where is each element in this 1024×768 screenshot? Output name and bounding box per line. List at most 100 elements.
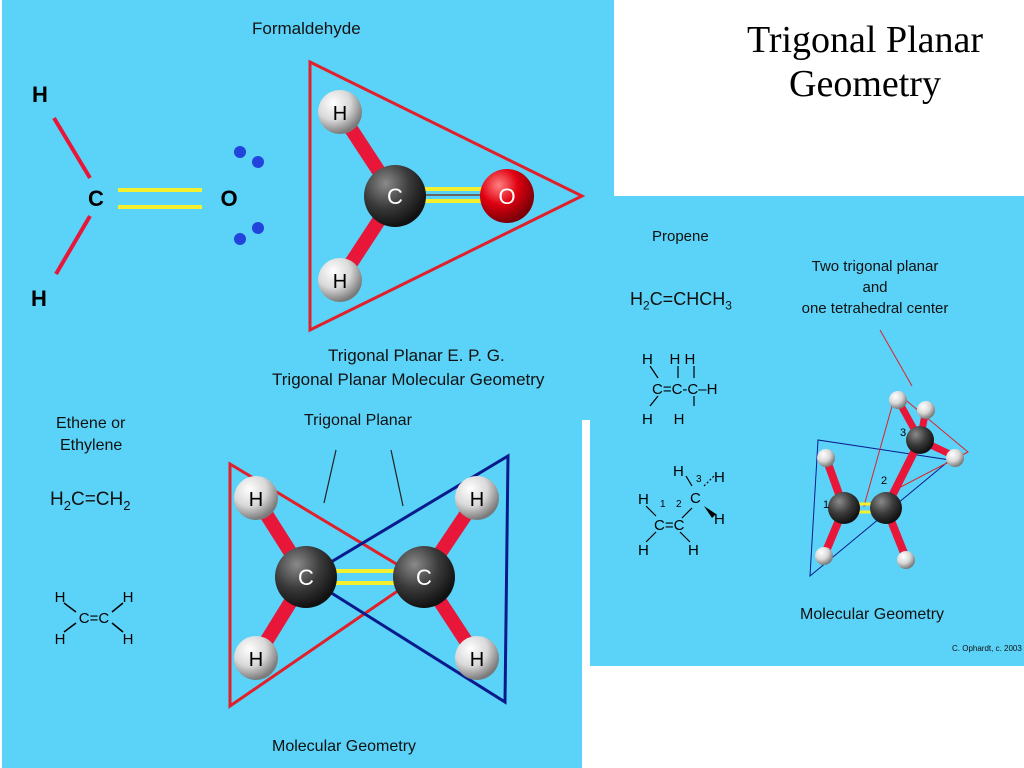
propene-struct1-row1: H H H (642, 351, 695, 368)
formaldehyde-lewis: H C O H (31, 82, 264, 311)
ethene-struct-h: H (55, 631, 66, 648)
propene-struct2-h-br: H (688, 542, 699, 559)
carbon-atom (870, 492, 902, 524)
ch-bond-top (52, 116, 92, 180)
pointer-line (323, 449, 337, 504)
propene-structure-1: H H H C=C-C–H H H (642, 351, 717, 428)
formula-part: H (630, 289, 643, 309)
tetrahedral-outline (863, 391, 969, 507)
hydrogen-atom (318, 90, 362, 134)
trigonal-triangle-right (303, 453, 510, 705)
ethene-model: H H H H C C (228, 449, 510, 709)
lone-pair-dot (234, 146, 246, 158)
carbon-atom (393, 546, 455, 608)
ethene-name-line2: Ethylene (60, 437, 123, 454)
credit-text: C. Ophardt, c. 2003 (952, 644, 1022, 653)
formaldehyde-mg-label: Trigonal Planar Molecular Geometry (272, 370, 545, 389)
hydrogen-atom (817, 449, 835, 467)
bond-line-hashed (703, 475, 715, 487)
formula-part: C=CH (70, 489, 124, 510)
propene-struct2-h-left: H (638, 491, 649, 508)
bond-line (645, 531, 657, 543)
carbon-number-2: 2 (881, 475, 887, 487)
slide-title-line2: Geometry (789, 63, 941, 105)
hydrogen-atom (917, 401, 935, 419)
hydrogen-atom (889, 391, 907, 409)
bond-line (63, 602, 77, 613)
lone-pair-dot (252, 156, 264, 168)
propene-struct1-row3: H H (642, 411, 685, 428)
ethene-name-line1: Ethene or (56, 415, 126, 432)
hydrogen-atom (455, 636, 499, 680)
propene-struct2-h-top: H (673, 463, 684, 480)
atom-label-c: C (298, 565, 314, 590)
pointer-line (390, 449, 404, 507)
propene-struct2-num1: 1 (660, 499, 666, 510)
bond-wedge (704, 506, 716, 518)
ethene-struct-h: H (123, 631, 134, 648)
lewis-atom-h-top: H (32, 82, 48, 107)
atom-label-h: H (249, 489, 263, 511)
carbon-atom (828, 492, 860, 524)
hydrogen-atom (234, 476, 278, 520)
propene-struct1-row2: C=C-C–H (652, 381, 717, 398)
carbon-atom (275, 546, 337, 608)
ethene-formula: H2C=CH2 (50, 489, 130, 513)
propene-mg-label: Molecular Geometry (800, 606, 945, 623)
trigonal-triangle (308, 59, 586, 333)
propene-desc: Two trigonal planar and one tetrahedral … (800, 256, 950, 319)
propene-struct2-num3: 3 (696, 474, 702, 485)
hydrogen-atom (234, 636, 278, 680)
carbon-number-1: 1 (823, 499, 829, 511)
bond-line (681, 507, 693, 519)
atom-label-h: H (333, 271, 347, 293)
hydrogen-atom (946, 449, 964, 467)
propene-desc-line3: one tetrahedral center (801, 300, 949, 317)
ethene-struct-h: H (55, 589, 66, 606)
ch-bond-bottom (54, 214, 92, 276)
formaldehyde-epg-label: Trigonal Planar E. P. G. (328, 346, 505, 365)
ethene-structure: H H C=C H H (55, 589, 134, 648)
atom-label-c: C (387, 184, 403, 209)
propene-formula: H2C=CHCH3 (630, 289, 732, 313)
propene-struct2-c3: C (690, 490, 701, 507)
lewis-atom-h-bottom: H (31, 286, 47, 311)
bond-line (111, 602, 124, 613)
propene-desc-line2: and (862, 279, 888, 296)
formula-subscript: 2 (123, 497, 131, 513)
formula-subscript: 2 (63, 497, 71, 513)
ethene-mg-label: Molecular Geometry (272, 738, 417, 755)
hydrogen-atom (318, 258, 362, 302)
propene-struct2-cc: C=C (654, 517, 685, 534)
ethene-struct-cc: C=C (79, 610, 110, 627)
ethene-struct-h: H (123, 589, 134, 606)
trigonal-triangle-left (228, 461, 421, 709)
lewis-atom-c: C (88, 186, 104, 211)
propene-title: Propene (652, 228, 709, 245)
atom-label-o: O (498, 184, 515, 209)
carbon-atom (364, 165, 426, 227)
oxygen-atom (480, 169, 534, 223)
propene-struct2-h-right2: H (714, 511, 725, 528)
hydrogen-atom (897, 551, 915, 569)
hydrogen-atom (455, 476, 499, 520)
propene-panel (590, 196, 1024, 666)
propene-struct2-num2: 2 (676, 499, 682, 510)
bond-line (649, 395, 659, 407)
slide-title-line1: Trigonal Planar (746, 19, 984, 61)
lewis-atom-o: O (220, 186, 237, 211)
formula-part: H (50, 489, 64, 510)
lone-pair-dot (252, 222, 264, 234)
atom-label-h: H (470, 649, 484, 671)
bond-line (679, 531, 691, 543)
propene-desc-line1: Two trigonal planar (811, 258, 939, 275)
formaldehyde-title: Formaldehyde (252, 19, 361, 38)
propene-model: 1 2 3 (809, 329, 969, 578)
hydrogen-atom (815, 547, 833, 565)
atom-label-h: H (249, 649, 263, 671)
propene-struct2-h-right1: H (714, 469, 725, 486)
bond-line (111, 622, 124, 633)
formaldehyde-model: H H C O (308, 59, 586, 333)
bond-line (63, 622, 77, 633)
